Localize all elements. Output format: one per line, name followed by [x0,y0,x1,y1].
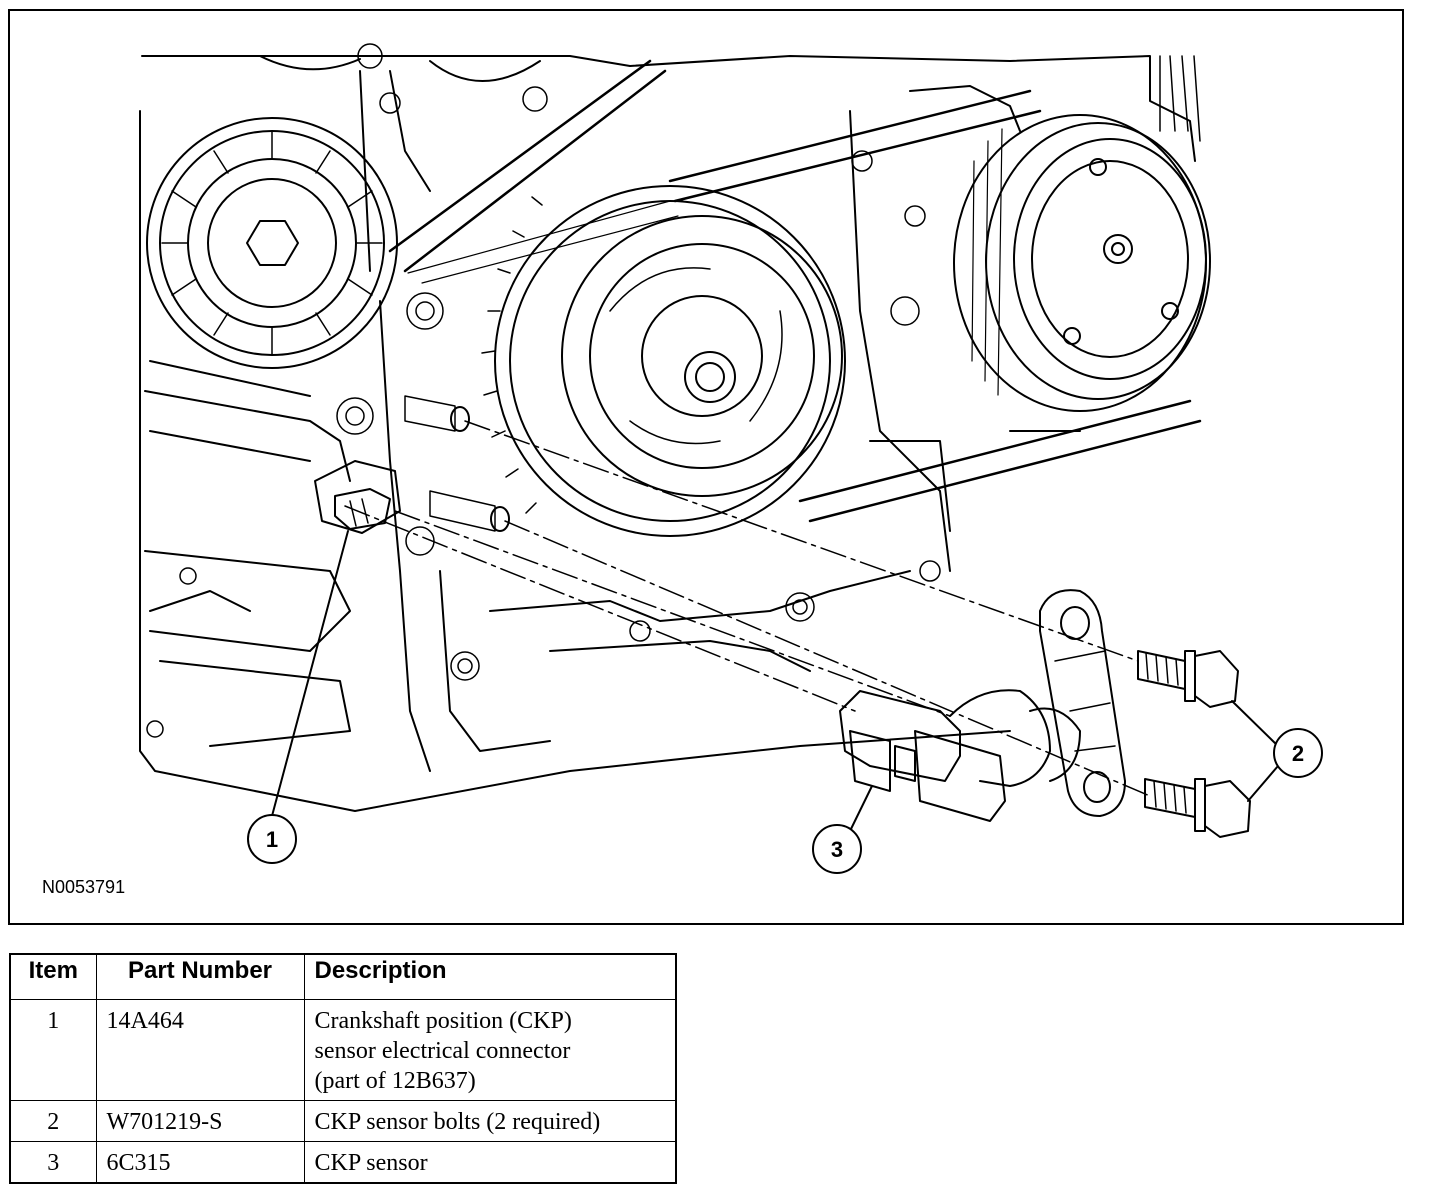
compressor-pulley [953,114,1211,412]
cell-item: 2 [9,1100,97,1142]
engine-illustration: 1 2 3 [139,43,1323,874]
header-item: Item [9,953,97,1000]
description-line: CKP sensor [314,1150,428,1176]
callout-3-number: 3 [831,837,843,862]
callout-3: 3 [812,824,862,874]
engine-block [139,55,1196,812]
figure-id-label: N0053791 [42,877,126,897]
figure-frame: 1 2 3 N0053791 [8,9,1404,925]
block-bolts [146,43,941,738]
table-row: 1 14A464 Crankshaft position (CKP) senso… [9,999,677,1101]
table-row: 3 6C315 CKP sensor [9,1141,677,1184]
cell-item: 3 [9,1141,97,1184]
ckp-sensor [839,689,1081,822]
idler-pulley [146,117,398,369]
description-line: Crankshaft position (CKP) [314,1008,572,1034]
callout-2: 2 [1273,728,1323,778]
ckp-sensor-bracket [1039,589,1126,817]
parts-table: Item Part Number Description 1 14A464 Cr… [9,953,677,1184]
description-line: CKP sensor bolts (2 required) [314,1109,601,1135]
callout-leaders [271,530,1279,832]
cell-item: 1 [9,999,97,1101]
header-description: Description [303,953,677,1000]
callout-1-number: 1 [266,827,278,852]
description-line: sensor electrical connector [314,1038,571,1064]
table-row: 2 W701219-S CKP sensor bolts (2 required… [9,1100,677,1142]
drive-belt [388,55,1202,523]
mounting-bosses [404,395,510,532]
cell-part-number: 6C315 [95,1141,305,1184]
callout-1: 1 [247,814,297,864]
alignment-lines [344,420,1151,797]
ckp-sensor-bolts [1137,650,1251,838]
header-part-number: Part Number [95,953,305,1000]
cell-description: CKP sensor [303,1141,677,1184]
cell-part-number: 14A464 [95,999,305,1101]
crankshaft-pulley [481,185,846,537]
cell-part-number: W701219-S [95,1100,305,1142]
table-header-row: Item Part Number Description [9,953,677,1000]
cell-description: Crankshaft position (CKP) sensor electri… [303,999,677,1101]
cell-description: CKP sensor bolts (2 required) [303,1100,677,1142]
callout-2-number: 2 [1292,741,1304,766]
ckp-connector-engine [314,460,401,534]
description-line: (part of 12B637) [314,1068,476,1094]
